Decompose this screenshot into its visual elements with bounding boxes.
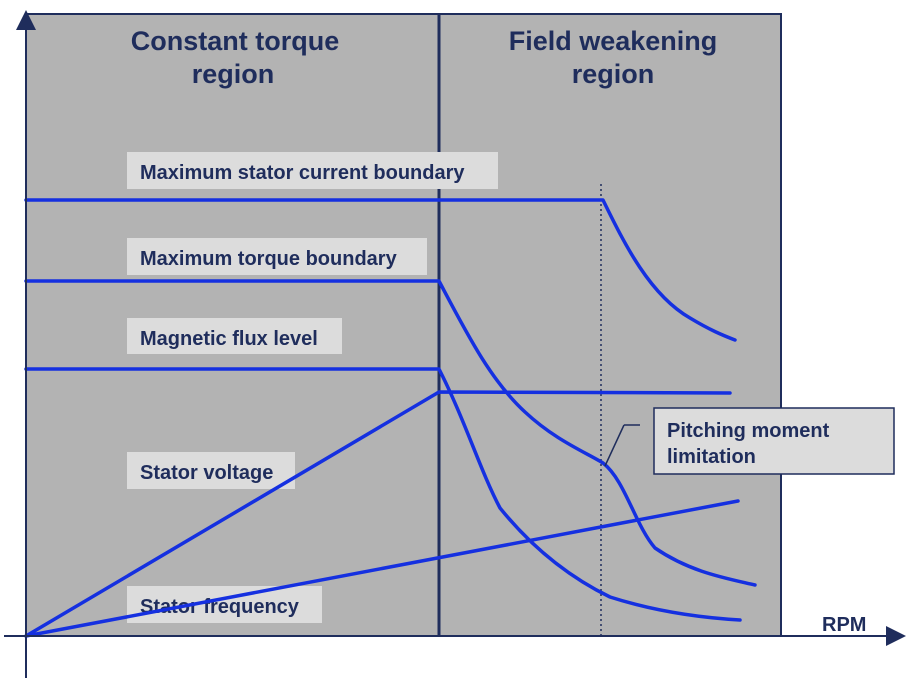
x-axis-label: RPM [822, 614, 866, 636]
max-torque-label: Maximum torque boundary [140, 248, 398, 270]
max-stator-current-label-box [127, 152, 498, 189]
pitching-callout-pointer [604, 424, 625, 467]
max-stator-current-curve [24, 198, 737, 342]
magnetic-flux-curve [24, 367, 742, 622]
pitching-moment-label-box [653, 407, 895, 475]
max-stator-current-label: Maximum stator current boundary [140, 162, 465, 184]
field-weakening-title-line1: Field weakening [509, 26, 718, 56]
pitching-moment-label-line1: Pitching moment [667, 420, 830, 442]
stator-frequency-curve [24, 499, 740, 638]
stator-voltage-curve [24, 390, 732, 638]
stator-frequency-label-box [127, 586, 322, 623]
stator-frequency-label: Stator frequency [140, 596, 300, 618]
magnetic-flux-label: Magnetic flux level [140, 328, 318, 350]
constant-torque-title-line2: region [192, 59, 275, 89]
max-torque-label-box [127, 238, 427, 275]
magnetic-flux-label-box [127, 318, 342, 354]
pitching-moment-label-line2: limitation [667, 446, 756, 468]
field-weakening-title-line2: region [572, 59, 655, 89]
max-torque-curve [24, 279, 757, 587]
constant-torque-title-line1: Constant torque [131, 26, 340, 56]
stator-voltage-label-box [127, 452, 295, 489]
stator-voltage-label: Stator voltage [140, 462, 273, 484]
